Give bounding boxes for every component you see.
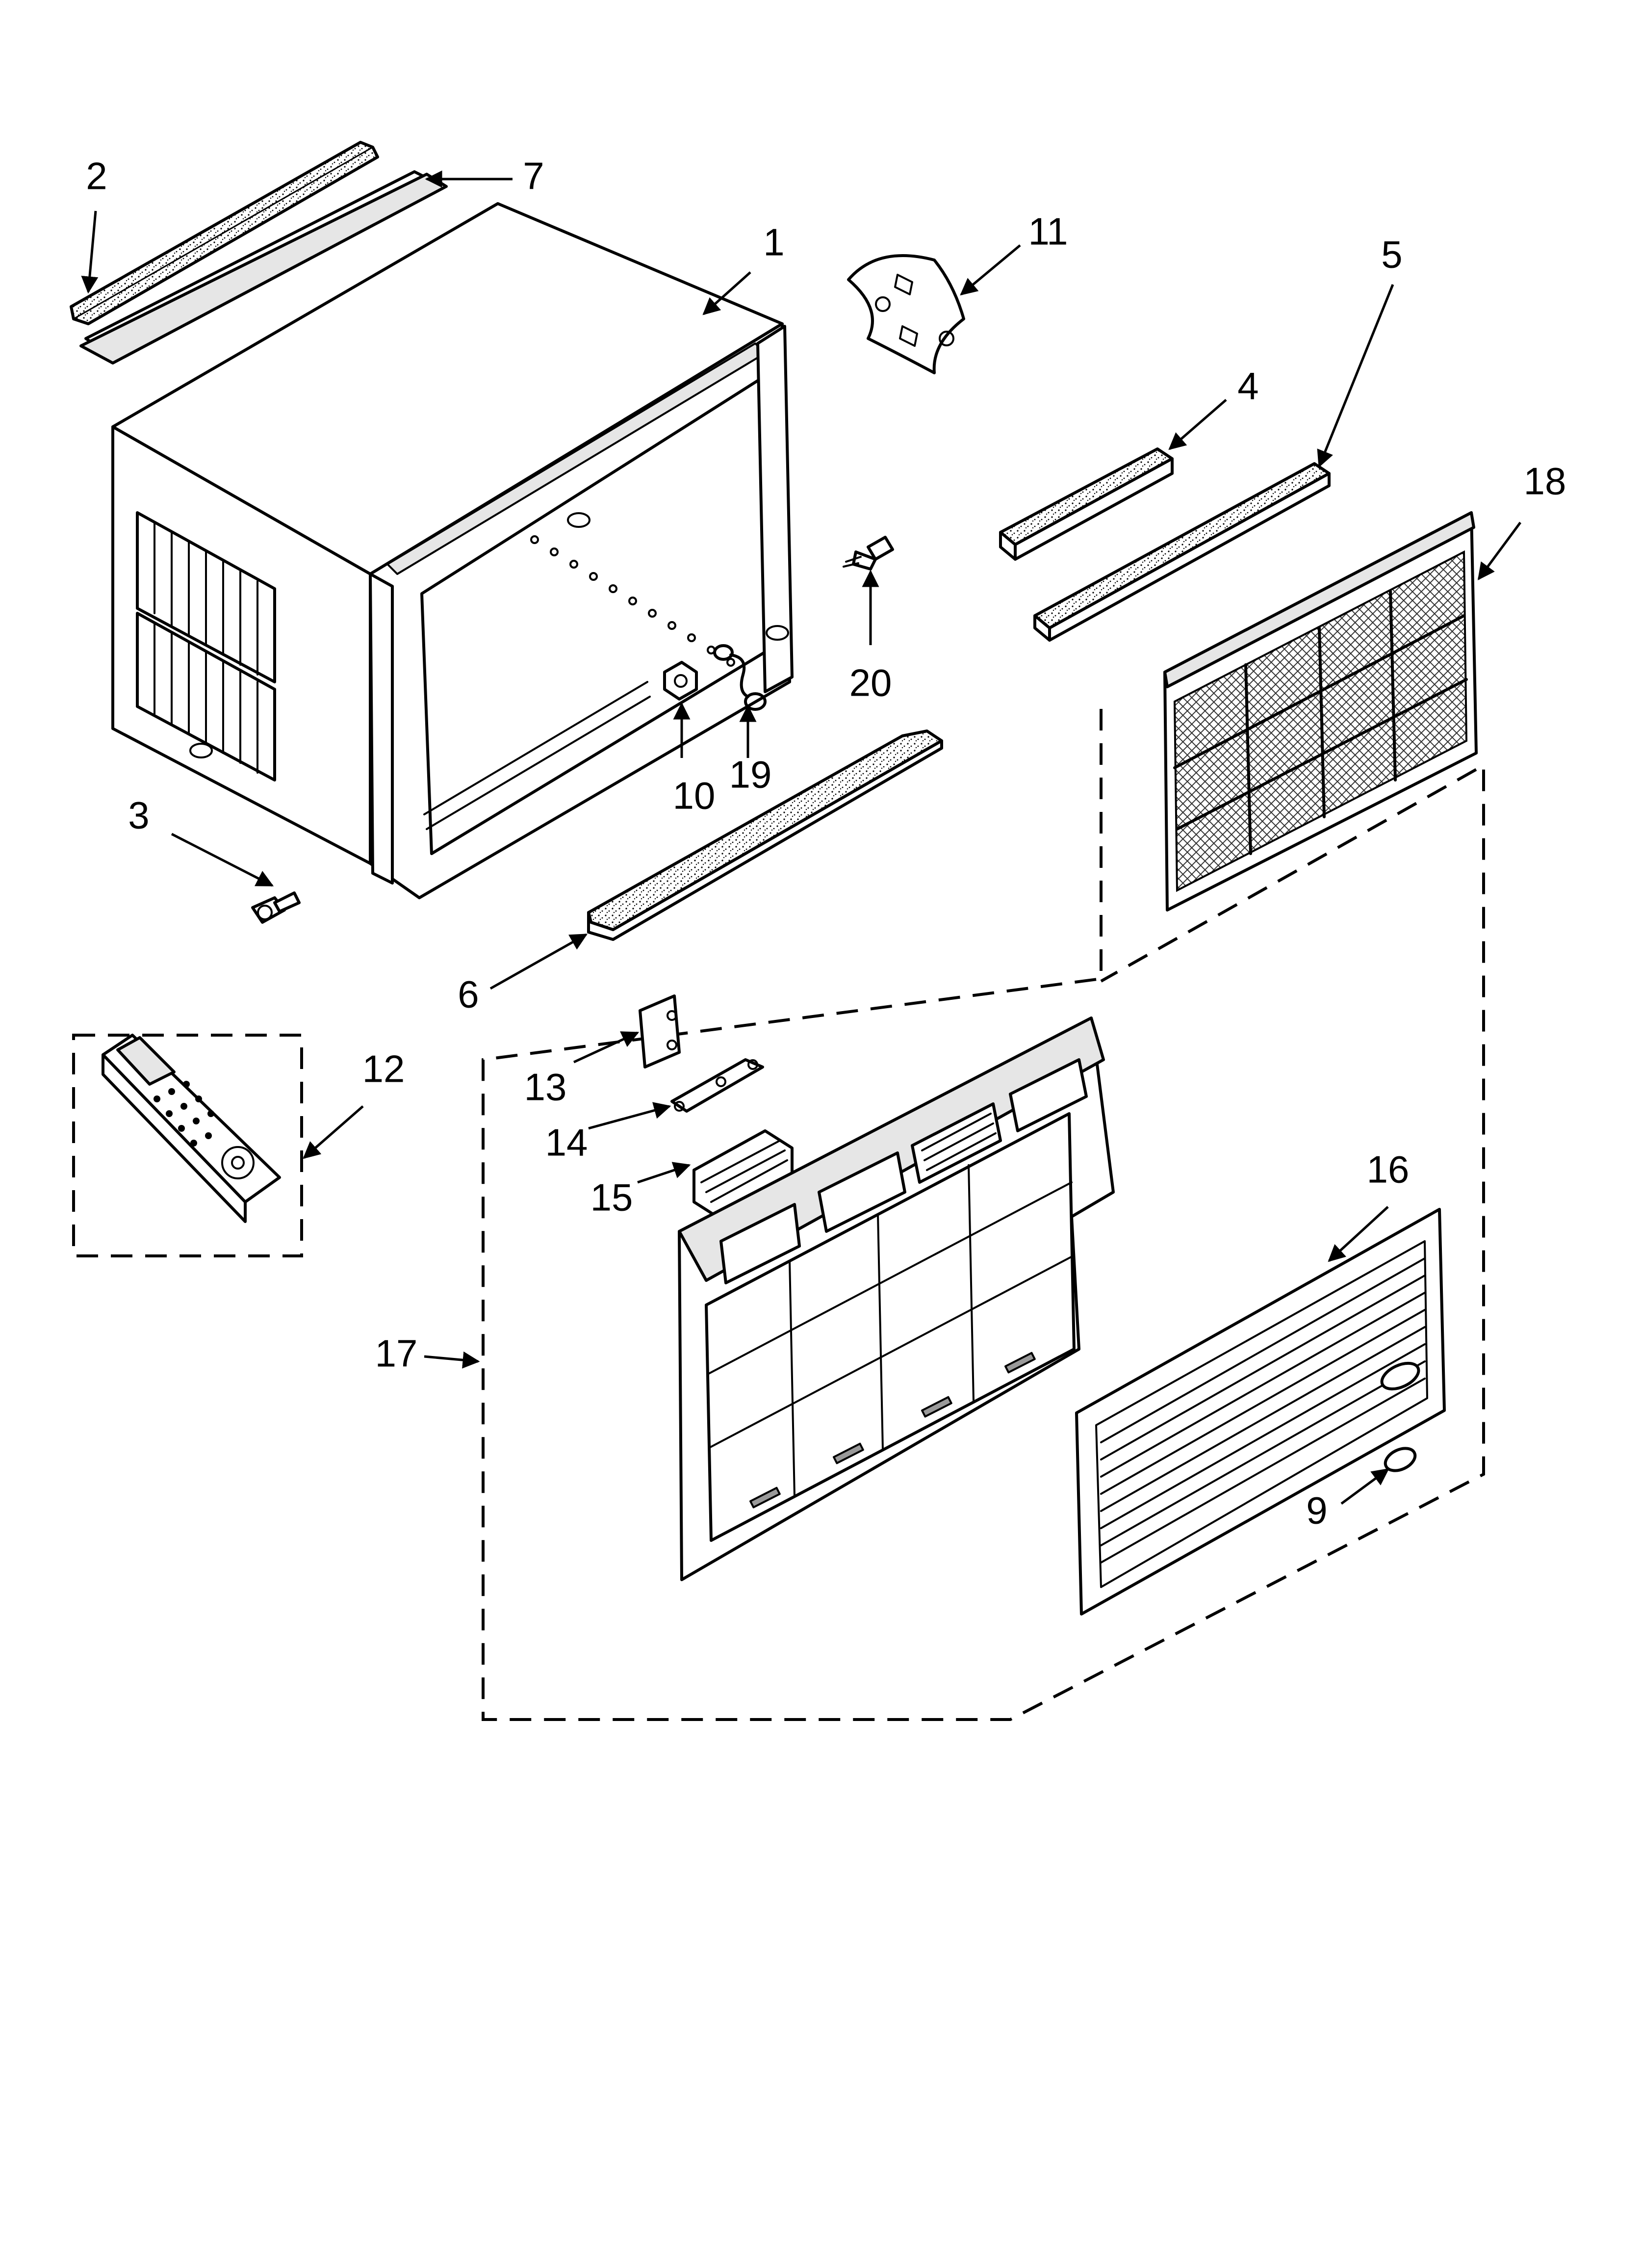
part-5-strip [1033,462,1331,642]
callout-9: 9 [1306,1489,1327,1532]
callout-13: 13 [524,1066,567,1109]
part-16-grille [1075,1208,1446,1616]
side-louvers [136,511,276,782]
part-3-screw [251,891,301,924]
remote-buttons [154,1081,214,1147]
callout-18: 18 [1524,460,1566,503]
part-13-bracket [639,994,681,1069]
callout-14: 14 [545,1121,588,1164]
callout-17: 17 [375,1332,418,1375]
callout-19: 19 [729,753,772,796]
front-panel [678,1017,1115,1581]
part-1-cabinet [111,202,794,899]
callout-2: 2 [86,155,107,198]
callout-16: 16 [1367,1148,1410,1191]
callout-20: 20 [849,661,892,704]
part-10-nut [663,661,698,701]
callout-5: 5 [1381,233,1402,276]
callout-labels: 2 7 1 11 5 4 18 20 10 19 3 6 12 13 14 15… [86,155,1566,1532]
callout-11: 11 [1028,210,1068,253]
callout-6: 6 [458,973,479,1016]
hole-row [530,535,735,667]
callout-10: 10 [673,774,716,817]
callout-15: 15 [590,1176,633,1219]
callout-1: 1 [763,221,784,264]
part-18-filter [1163,511,1478,912]
callout-7: 7 [523,155,544,198]
part-11-bracket [847,254,965,374]
part-7-channel [79,170,448,365]
part-2-rail [70,141,379,325]
part-6-bar [587,730,943,941]
callout-12: 12 [362,1047,405,1091]
part-14-link [670,1058,764,1113]
callout-3: 3 [128,794,149,837]
part-17-dashed-assembly [482,709,1485,1721]
part-12-remote [72,1034,303,1257]
part-20-screw [843,536,894,571]
part-9-badge [1384,1447,1417,1472]
part-4-strip [999,447,1174,561]
leader-lines [81,170,1522,1505]
callout-4: 4 [1237,365,1258,408]
